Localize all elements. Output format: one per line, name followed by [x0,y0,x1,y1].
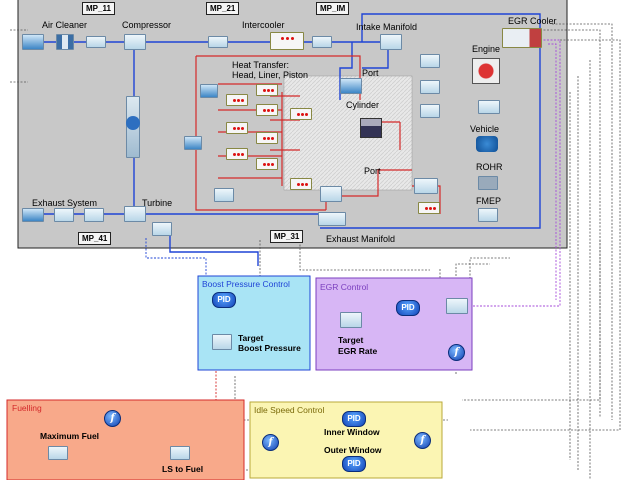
exhaust-manifold-label: Exhaust Manifold [326,234,396,244]
measuring-point-mp21[interactable]: MP_21 [206,2,240,15]
cylinder-icon[interactable] [360,118,382,138]
measuring-point-mp11[interactable]: MP_11 [82,2,115,15]
idle-function-button[interactable]: f [262,434,279,451]
egr-target-icon[interactable] [340,312,362,328]
idle-outer-pid-button[interactable]: PID [342,456,366,472]
egr-target-label-1: Target [338,335,364,345]
compressor-icon[interactable] [124,34,146,50]
intake-port-label: Port [362,68,379,78]
boost-control-title: Boost Pressure Control [202,279,290,289]
wall-node-icon[interactable] [226,94,248,106]
wall-node-icon[interactable] [290,108,312,120]
boost-control-panel [197,275,311,371]
boost-target-label-1: Target [238,333,264,343]
wall-node-icon[interactable] [256,132,278,144]
exhaust-port-label: Port [364,166,381,176]
rohr-label: ROHR [476,162,503,172]
exhaust-port-icon[interactable] [320,186,342,202]
turbine-icon[interactable] [124,206,146,222]
egr-function-button[interactable]: f [448,344,465,361]
inner-window-label: Inner Window [324,427,380,437]
exhaust-end-icon[interactable] [22,208,44,222]
fmep-icon[interactable] [478,208,498,222]
heat-transfer-boundary-icon[interactable] [200,84,218,98]
idle-control-title: Idle Speed Control [254,405,325,415]
pipe-icon[interactable] [208,36,228,48]
maximum-fuel-label: Maximum Fuel [40,431,100,441]
egr-pipe-icon[interactable] [420,54,440,68]
cylinder-zone [283,75,413,191]
intercooler-label: Intercooler [242,20,285,30]
egr-pid-button[interactable]: PID [396,300,420,316]
fuelling-title: Fuelling [12,403,42,413]
boost-target-label-2: Boost Pressure [238,343,301,353]
engine-icon[interactable] [472,58,500,84]
muffler-icon[interactable] [54,208,74,222]
pipe-icon[interactable] [312,36,332,48]
air-cleaner-icon[interactable] [56,34,74,50]
exhaust-manifold-icon[interactable] [318,212,346,226]
egr-pipe-icon[interactable] [420,80,440,94]
turbine-label: Turbine [142,198,173,208]
compressor-label: Compressor [122,20,172,30]
pipe-icon[interactable] [420,104,440,118]
pipe-icon[interactable] [86,36,106,48]
measuring-point-mp41[interactable]: MP_41 [78,232,112,245]
wall-node-icon[interactable] [290,178,312,190]
pipe-icon[interactable] [152,222,172,236]
fuelling-panel [6,399,245,480]
egr-cooler-icon[interactable] [502,28,542,48]
heat-transfer-boundary-icon[interactable] [184,136,202,150]
outer-window-label: Outer Window [324,445,382,455]
egr-map-icon[interactable] [446,298,468,314]
maximum-fuel-map-icon[interactable] [48,446,68,460]
wall-node-icon[interactable] [226,122,248,134]
vehicle-icon[interactable] [476,136,498,152]
intercooler-icon[interactable] [270,32,304,50]
exhaust-system-label: Exhaust System [32,198,98,208]
pipe-icon[interactable] [214,188,234,202]
wall-node-icon[interactable] [226,148,248,160]
rohr-icon[interactable] [478,176,498,190]
wall-node-icon[interactable] [418,202,440,214]
fuelling-function-button[interactable]: f [104,410,121,427]
cylinder-label: Cylinder [346,100,380,110]
air-intake-icon[interactable] [22,34,44,50]
turbo-gear-icon [126,116,140,130]
idle-inner-pid-button[interactable]: PID [342,411,366,427]
wall-node-icon[interactable] [256,104,278,116]
intake-manifold-label: Intake Manifold [356,22,418,32]
engine-label: Engine [472,44,501,54]
egr-cooler-label: EGR Cooler [508,16,557,26]
heat-transfer-label-2: Head, Liner, Piston [232,70,309,80]
crank-icon[interactable] [478,100,500,114]
wall-node-icon[interactable] [256,158,278,170]
ls-to-fuel-label: LS to Fuel [162,464,204,474]
wall-node-icon[interactable] [256,84,278,96]
heat-transfer-label-1: Heat Transfer: [232,60,290,70]
vehicle-label: Vehicle [470,124,500,134]
pipe-icon[interactable] [84,208,104,222]
intake-port-icon[interactable] [340,78,362,94]
boost-target-icon[interactable] [212,334,232,350]
idle-window-function-button[interactable]: f [414,432,431,449]
egr-target-label-2: EGR Rate [338,346,378,356]
egr-control-title: EGR Control [320,282,369,292]
measuring-point-mp31[interactable]: MP_31 [270,230,304,243]
air-cleaner-label: Air Cleaner [42,20,88,30]
intake-manifold-icon[interactable] [380,34,402,50]
egr-valve-icon[interactable] [414,178,438,194]
boost-pid-button[interactable]: PID [212,292,236,308]
measuring-point-mpim[interactable]: MP_IM [316,2,350,15]
fmep-label: FMEP [476,196,502,206]
ls-to-fuel-map-icon[interactable] [170,446,190,460]
